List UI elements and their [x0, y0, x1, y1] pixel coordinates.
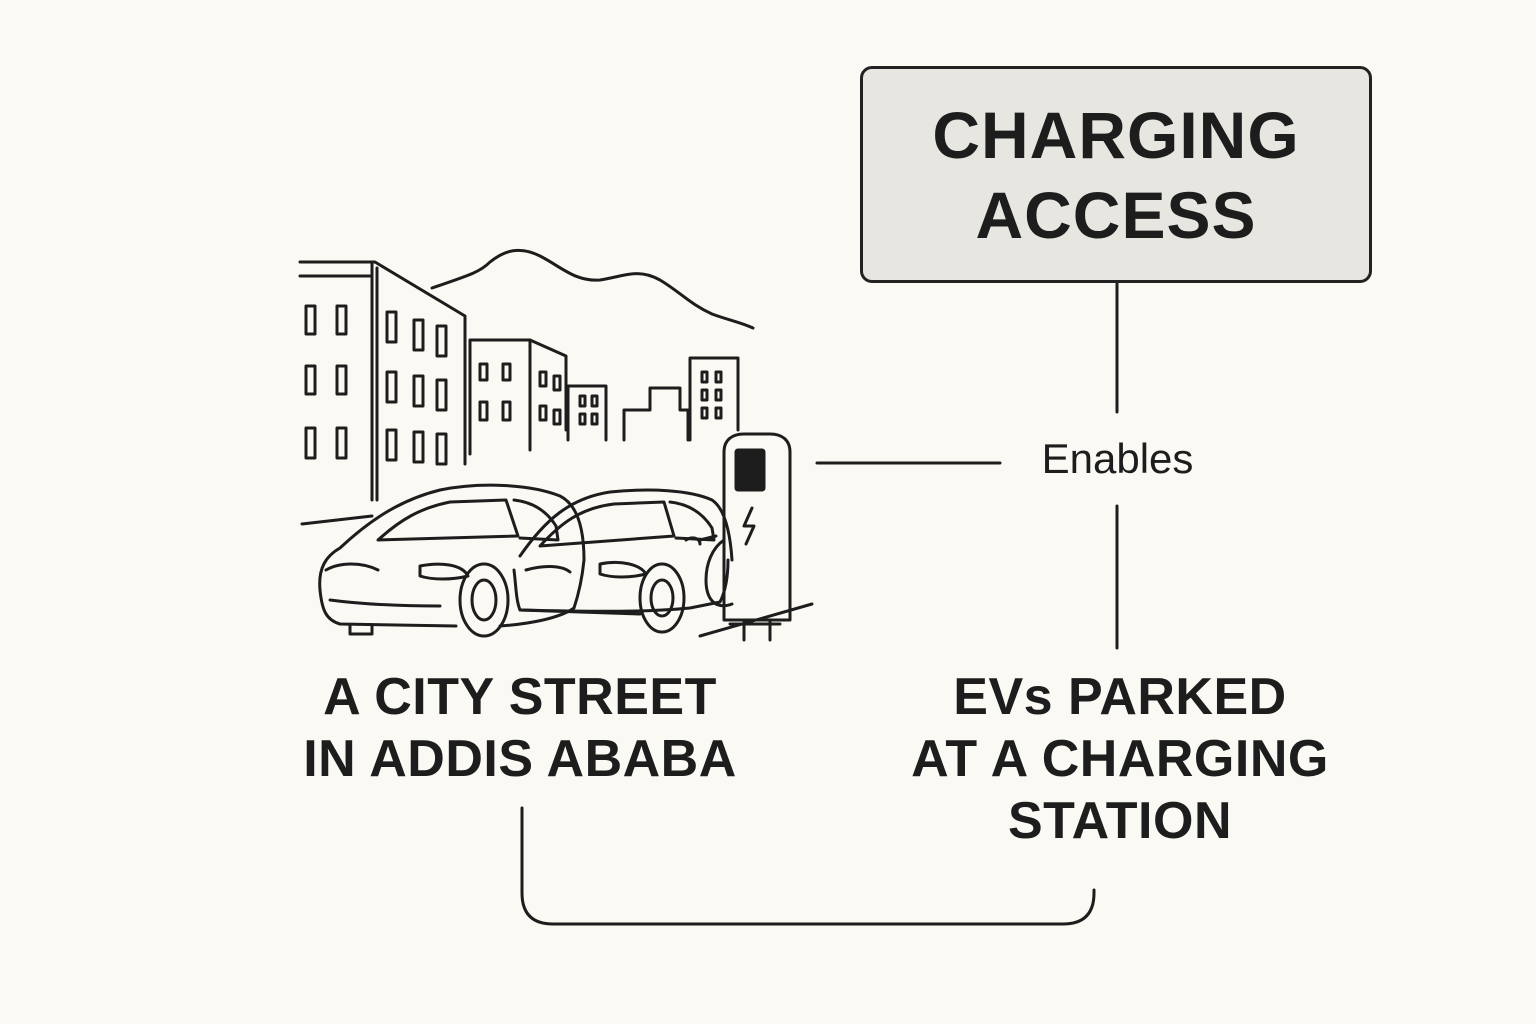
street-label-line-2: IN ADDIS ABABA: [303, 730, 737, 788]
ev-car-front: [318, 483, 586, 638]
ev-label-line-2: AT A CHARGING: [911, 730, 1329, 788]
ev-car-rear: [512, 488, 734, 634]
ev-parked-label: EVs PARKED AT A CHARGING STATION: [880, 666, 1360, 852]
box-title-line-1: CHARGING: [932, 97, 1300, 172]
enables-label: Enables: [1041, 435, 1194, 482]
building-tall-left: [298, 260, 467, 502]
windows-right-facade: [385, 310, 448, 466]
building-middle: [468, 338, 568, 456]
building-stepped: [622, 386, 690, 442]
bottom-bracket-connector: [520, 806, 1096, 926]
charging-station-icon: [698, 432, 792, 642]
charging-access-box: CHARGING ACCESS: [860, 66, 1372, 283]
street-label-line-1: A CITY STREET: [323, 668, 717, 726]
ev-label-line-1: EVs PARKED: [953, 668, 1287, 726]
ev-label-line-3: STATION: [1008, 792, 1232, 850]
building-small: [566, 384, 608, 442]
curb-line: [300, 514, 374, 526]
box-title-line-2: ACCESS: [975, 177, 1257, 252]
mountain-outline: [430, 248, 755, 330]
building-right: [688, 356, 740, 442]
street-label: A CITY STREET IN ADDIS ABABA: [270, 666, 770, 790]
windows-left-facade: [304, 304, 348, 460]
